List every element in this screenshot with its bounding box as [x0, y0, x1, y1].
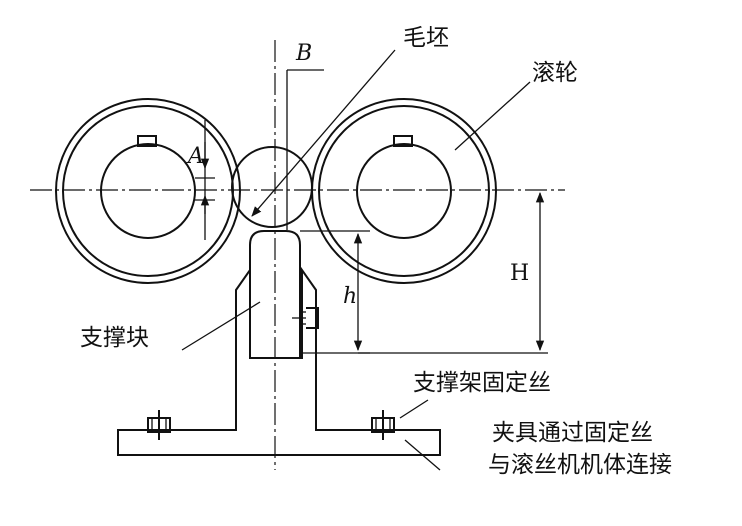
label-blank: 毛坯: [403, 25, 449, 51]
leader-blank: [251, 49, 396, 217]
leader-roller: [454, 81, 531, 151]
base-screw-left: [147, 410, 171, 440]
blank-workpiece: [231, 146, 313, 228]
leader-note: [404, 439, 441, 471]
left-roller: [55, 98, 241, 284]
label-note-line2: 与滚丝机机体连接: [488, 452, 672, 478]
leader-bracket-screw: [399, 399, 429, 419]
support-bracket: [117, 266, 441, 456]
dimension-b: [286, 69, 324, 230]
label-support-block: 支撑块: [80, 325, 149, 351]
label-dim-h-small: h: [343, 284, 357, 309]
dimension-a: [195, 120, 215, 240]
label-dim-a: A: [186, 144, 204, 169]
label-roller: 滚轮: [532, 60, 578, 86]
right-roller: [311, 98, 497, 284]
dimension-h-large: [358, 191, 548, 354]
dimension-h-small: [300, 230, 370, 354]
base-screw-right: [371, 410, 395, 440]
leader-support-block: [181, 301, 261, 351]
support-block: [249, 230, 319, 359]
label-dim-b: B: [295, 41, 312, 66]
label-bracket-screw: 支撑架固定丝: [413, 370, 551, 396]
label-dim-h-large: H: [510, 261, 529, 286]
label-note-line1: 夹具通过固定丝: [492, 420, 653, 446]
